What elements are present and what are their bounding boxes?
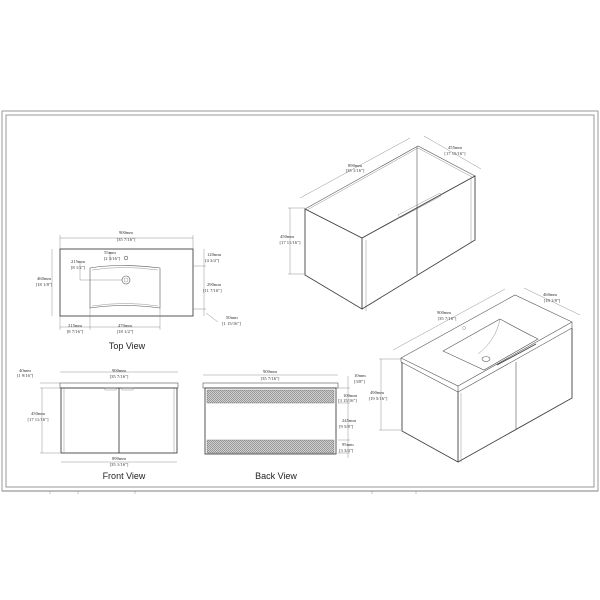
cab-height-in: [17 11/16"] bbox=[280, 240, 301, 245]
back-width-in: [35 7/16"] bbox=[261, 376, 280, 381]
vanity-isometric: 900mm [35 7/16"] 460mm [18 1/8"] 490mm [… bbox=[369, 287, 581, 463]
lower-rail-mm: 95mm bbox=[342, 442, 354, 447]
cab-depth-in: [17 15/16"] bbox=[444, 151, 466, 156]
upper-rail-mm: 100mm bbox=[343, 393, 357, 398]
vanity-depth-mm: 460mm bbox=[543, 292, 557, 297]
bowl-depth-in: [11 7/16"] bbox=[203, 288, 222, 293]
cab-depth-mm: 455mm bbox=[448, 145, 462, 150]
faucet-depth-in: [8 1/2"] bbox=[71, 265, 86, 270]
rear-margin-in: [1 15/16"] bbox=[222, 321, 241, 326]
cab-width-mm: 890mm bbox=[348, 163, 362, 168]
top-view: 900mm [35 7/16"] 460mm [18 1/8"] 55mm [2… bbox=[36, 230, 242, 351]
vanity-width-mm: 900mm bbox=[437, 310, 451, 315]
front-margin-in: [4 3/4"] bbox=[205, 258, 220, 263]
vanity-depth-in: [18 1/8"] bbox=[544, 298, 561, 303]
front-top-thick-mm: 40mm bbox=[19, 368, 31, 373]
back-view-title: Back View bbox=[255, 471, 297, 481]
vanity-height-mm: 490mm bbox=[370, 390, 384, 395]
lower-rail-in: [3 3/4"] bbox=[339, 448, 354, 453]
front-bottom-width-in: [35 1/16"] bbox=[110, 462, 129, 467]
opening-mm: 245mm bbox=[342, 418, 356, 423]
vanity-height-in: [19 5/16"] bbox=[369, 396, 388, 401]
rear-margin-mm: 50mm bbox=[226, 315, 238, 320]
back-width-mm: 900mm bbox=[263, 369, 277, 374]
faucet-offset-mm: 55mm bbox=[104, 250, 116, 255]
front-margin-mm: 120mm bbox=[207, 252, 221, 257]
top-width-in: [35 7/16"] bbox=[117, 237, 136, 242]
bowl-depth-mm: 290mm bbox=[207, 282, 221, 287]
upper-rail-in: [3 15/16"] bbox=[338, 398, 357, 403]
faucet-depth-mm: 215mm bbox=[71, 259, 85, 264]
front-cab-height-mm: 450mm bbox=[31, 411, 45, 416]
vanity-width-in: [35 7/16"] bbox=[438, 316, 457, 321]
front-bottom-width-mm: 890mm bbox=[112, 456, 126, 461]
left-margin-in: [8 7/16"] bbox=[67, 329, 84, 334]
back-view: 900mm [35 7/16"] 10mm [3/8"] 100mm [3 15… bbox=[202, 369, 366, 481]
top-depth-in: [18 1/8"] bbox=[36, 282, 53, 287]
bowl-width-mm: 470mm bbox=[118, 323, 132, 328]
cabinet-isometric: 890mm [35 1/16"] 455mm [17 15/16"] 450mm… bbox=[280, 135, 482, 311]
top-depth-mm: 460mm bbox=[37, 276, 51, 281]
front-cab-height-in: [17 11/16"] bbox=[28, 417, 49, 422]
front-top-width-in: [35 7/16"] bbox=[110, 374, 129, 379]
drawing-frame bbox=[1, 110, 599, 494]
cab-height-mm: 450mm bbox=[280, 234, 294, 239]
front-top-width-mm: 900mm bbox=[112, 368, 126, 373]
front-top-thick-in: [1 9/16"] bbox=[17, 373, 34, 378]
back-gap-mm: 10mm bbox=[354, 373, 366, 378]
top-width-mm: 900mm bbox=[119, 230, 133, 235]
bowl-width-in: [18 1/2"] bbox=[117, 329, 134, 334]
front-view-title: Front View bbox=[103, 471, 146, 481]
top-view-title: Top View bbox=[109, 341, 146, 351]
left-margin-mm: 215mm bbox=[68, 323, 82, 328]
opening-in: [9 5/8"] bbox=[339, 424, 354, 429]
back-gap-in: [3/8"] bbox=[354, 379, 365, 384]
faucet-offset-in: [2 3/16"] bbox=[104, 256, 121, 261]
front-view: 900mm [35 7/16"] 40mm [1 9/16"] 450mm [1… bbox=[17, 368, 179, 481]
cab-width-in: [35 1/16"] bbox=[346, 168, 365, 173]
